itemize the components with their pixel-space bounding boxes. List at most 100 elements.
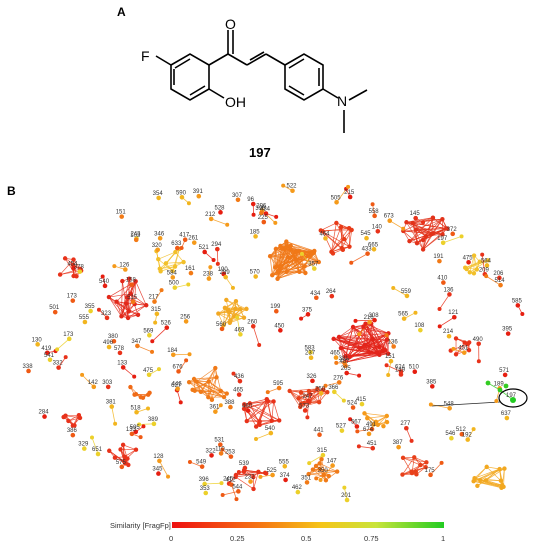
cluster-node (315, 386, 320, 392)
network-node (404, 293, 410, 299)
cluster-edge (269, 241, 287, 257)
network-node (117, 350, 123, 356)
cluster-edge (128, 281, 137, 312)
cluster-node (112, 455, 118, 460)
network-node-label: 469 (234, 327, 245, 333)
cluster-edge (159, 266, 176, 270)
network-node (56, 365, 61, 370)
network-node (305, 415, 310, 420)
network-edge (204, 482, 222, 485)
network-node-label: 378 (74, 265, 85, 271)
network-node (100, 274, 105, 279)
network-node (47, 357, 53, 363)
connection-edge (431, 401, 501, 407)
network-node (428, 472, 433, 478)
network-edge (320, 465, 333, 481)
cluster-node (430, 231, 435, 236)
cluster-node (350, 324, 356, 330)
cluster-edge (244, 469, 259, 473)
cluster-edge (108, 296, 122, 317)
network-node (96, 307, 101, 312)
network-node (355, 429, 360, 434)
cluster-edge (208, 381, 227, 394)
cluster-edge (474, 468, 500, 479)
network-node (129, 282, 135, 288)
network-node (202, 249, 207, 255)
network-node-label: 518 (131, 405, 142, 411)
network-node (452, 314, 457, 320)
network-node (396, 444, 401, 450)
network-node (299, 251, 304, 256)
network-node (412, 369, 418, 374)
colorbar-tick-4: 1 (441, 534, 445, 543)
network-edge (231, 484, 237, 500)
cluster-node (181, 259, 186, 265)
cluster-edge (469, 260, 489, 273)
cluster-node (124, 295, 130, 300)
cluster-node (270, 272, 275, 278)
cluster-edge (278, 248, 283, 267)
network-node-label: 353 (200, 486, 211, 492)
network-node (348, 417, 353, 422)
cluster-edge (286, 241, 315, 252)
cluster-edge (340, 347, 345, 363)
cluster-node (338, 345, 344, 351)
network-node-label: 375 (302, 307, 313, 313)
network-node-label: 296 (256, 204, 267, 210)
network-node (91, 384, 97, 390)
network-node-label: 633 (171, 241, 182, 247)
network-node-label: 434 (310, 291, 321, 297)
network-node (95, 451, 101, 457)
cluster-node (316, 259, 321, 265)
network-node-label: 253 (225, 450, 236, 456)
network-node (191, 240, 197, 245)
network-node (220, 493, 225, 498)
network-node (26, 368, 31, 374)
network-node-label: 276 (333, 375, 344, 381)
network-node-label: 173 (67, 294, 78, 300)
cluster-edge (469, 255, 475, 273)
network-node-label: 350 (318, 468, 329, 474)
fluorine-atom: F (141, 48, 150, 64)
network-node (102, 283, 108, 289)
cluster-node (466, 347, 472, 353)
network-node (370, 202, 375, 207)
network-node (466, 260, 471, 265)
network-node (299, 316, 304, 321)
network-node-label: 385 (426, 379, 437, 385)
network-edge (387, 361, 392, 376)
network-edge (139, 423, 154, 425)
network-node (307, 461, 312, 466)
network-edge (81, 374, 95, 388)
cluster-node (216, 311, 221, 316)
network-node (343, 363, 348, 369)
network-node-label: 237 (305, 351, 316, 357)
network-node-label: 386 (67, 428, 78, 434)
network-node (187, 460, 192, 465)
network-node (371, 246, 377, 252)
cluster-node (163, 261, 169, 266)
cluster-edge (116, 301, 147, 306)
network-node (305, 312, 311, 317)
network-node-label: 185 (250, 229, 261, 235)
highlighted-node-label: 197 (506, 393, 517, 399)
network-node-label: 564 (481, 258, 492, 264)
cluster-edge (189, 381, 225, 398)
network-edge (152, 327, 168, 342)
network-node (141, 424, 146, 429)
cluster-node (400, 455, 406, 461)
network-node-label: 197 (437, 236, 448, 242)
cluster-node (384, 413, 390, 419)
cluster-node (209, 397, 215, 403)
network-node-label: 540 (99, 279, 110, 285)
network-node (175, 245, 180, 251)
colorbar-tick-0: 0 (169, 534, 173, 543)
network-node (202, 481, 207, 487)
network-node-label: 284 (39, 410, 50, 416)
network-node (321, 472, 326, 478)
network-node (375, 229, 381, 234)
network-node-label: 173 (63, 332, 74, 338)
cluster-edge (253, 471, 259, 490)
network-node (330, 463, 335, 468)
cluster-edge (277, 250, 300, 272)
